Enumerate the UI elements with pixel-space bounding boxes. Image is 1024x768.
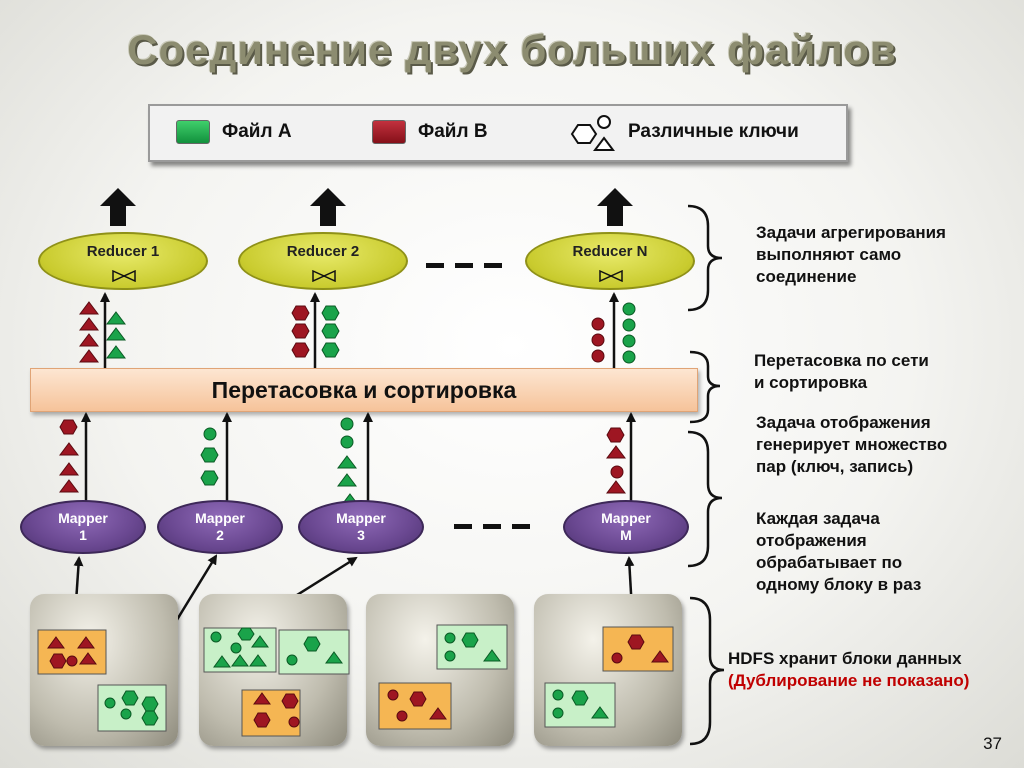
ellipsis-dash bbox=[455, 263, 473, 268]
mapper-1: Mapper 1 bbox=[20, 500, 146, 554]
hdfs-node bbox=[534, 594, 682, 746]
legend-swatch-file-b bbox=[372, 120, 406, 144]
mapper-2-outputs bbox=[200, 427, 219, 486]
reducer-1-inputs bbox=[79, 301, 126, 363]
reducer-label: Reducer N bbox=[572, 243, 648, 260]
annotation-shuffle: Перетасовка по сети и сортировка bbox=[754, 351, 929, 392]
up-arrow-icon bbox=[100, 188, 633, 226]
mapper-1-outputs bbox=[59, 419, 79, 493]
annotation-hdfs: HDFS хранит блоки данных (Дублирование н… bbox=[728, 649, 970, 690]
legend-keys-icon bbox=[570, 115, 615, 151]
hdfs-node bbox=[366, 594, 514, 746]
brace-map bbox=[687, 430, 723, 568]
reducer-2: Reducer 2 bbox=[238, 232, 408, 290]
hdfs-node bbox=[30, 594, 178, 746]
reducer-n-inputs bbox=[591, 302, 636, 364]
page-title: Соединение двух больших файлов bbox=[127, 26, 897, 73]
page-number: 37 bbox=[983, 734, 1002, 753]
legend-swatch-file-a bbox=[176, 120, 210, 144]
mapper-label: Mapper bbox=[58, 510, 108, 526]
hexagon-icon bbox=[570, 124, 598, 144]
mapper-2: Mapper 2 bbox=[157, 500, 283, 554]
ellipsis-dash bbox=[483, 524, 501, 529]
circle-icon bbox=[597, 115, 611, 129]
ellipsis-dash bbox=[454, 524, 472, 529]
shuffle-sort-bar: Перетасовка и сортировка bbox=[30, 368, 698, 412]
triangle-icon bbox=[593, 136, 615, 151]
mapper-3: Mapper 3 bbox=[298, 500, 424, 554]
brace-hdfs bbox=[689, 596, 725, 746]
mapper-number: 2 bbox=[216, 527, 224, 543]
annotation-reduce: Задачи агрегирования выполняют само соед… bbox=[756, 223, 946, 286]
ellipsis-dash bbox=[484, 263, 502, 268]
reducer-n: Reducer N bbox=[525, 232, 695, 290]
mapper-label: Mapper bbox=[336, 510, 386, 526]
bowtie-join-icon bbox=[312, 270, 336, 282]
mapper-m-outputs bbox=[606, 427, 626, 494]
reducer-label: Reducer 2 bbox=[286, 243, 360, 260]
bowtie-join-icon bbox=[112, 270, 136, 282]
legend: Файл А Файл В Различные ключи bbox=[148, 104, 848, 162]
annotation-map-block: Каждая задача отображения обрабатывает п… bbox=[756, 509, 922, 594]
legend-file-b: Файл В bbox=[418, 121, 488, 142]
mapper-label: Mapper bbox=[195, 510, 245, 526]
reducer-1: Reducer 1 bbox=[38, 232, 208, 290]
mapper-number: 3 bbox=[357, 527, 365, 543]
mapper-number: 1 bbox=[79, 527, 87, 543]
ellipsis-dash bbox=[426, 263, 444, 268]
hdfs-node bbox=[199, 594, 347, 746]
mapper-number: M bbox=[620, 527, 632, 543]
annotation-map-pairs: Задача отображения генерирует множество … bbox=[756, 413, 948, 476]
mapper-3-outputs bbox=[337, 417, 360, 507]
mapper-m: Mapper M bbox=[563, 500, 689, 554]
legend-keys: Различные ключи bbox=[628, 121, 799, 142]
bowtie-join-icon bbox=[599, 270, 623, 282]
reducer-label: Reducer 1 bbox=[86, 243, 160, 260]
ellipsis-dash bbox=[512, 524, 530, 529]
mapper-label: Mapper bbox=[601, 510, 651, 526]
legend-file-a: Файл А bbox=[222, 121, 292, 142]
reducer-2-inputs bbox=[291, 305, 340, 358]
